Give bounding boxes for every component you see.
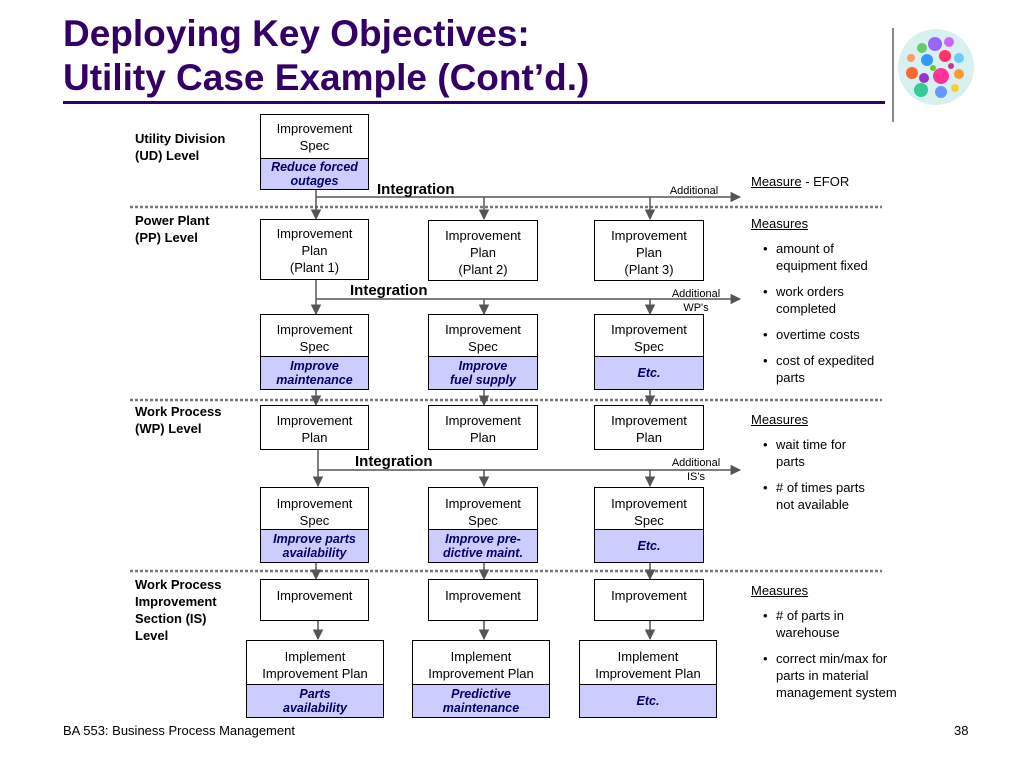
- wp-improvement-spec-2-box: Improvement Spec Improve pre- dictive ma…: [428, 487, 538, 563]
- is-improvement-2-box: Improvement: [428, 579, 538, 621]
- is-implement-plan-3-box: Implement Improvement Plan Etc.: [579, 640, 717, 718]
- box-heading: Improvement Spec: [276, 496, 353, 528]
- measures-ud-header: Measure: [751, 174, 802, 189]
- pp-improvement-plan-3-box: Improvement Plan (Plant 3): [594, 220, 704, 281]
- is-implement-plan-2-box: Implement Improvement Plan Predictive ma…: [412, 640, 550, 718]
- list-item: overtime costs: [751, 326, 874, 343]
- is-implement-plan-1-box: Implement Improvement Plan Parts availab…: [246, 640, 384, 718]
- box-heading: Improvement Plan (Plant 2): [445, 228, 521, 277]
- footer-page-number: 38: [954, 723, 969, 738]
- measures-is-header: Measures: [751, 583, 809, 598]
- measures-ud: Measure - EFOR: [751, 173, 849, 190]
- box-heading: Improvement Spec: [611, 496, 687, 528]
- wp-improvement-plan-2-box: Improvement Plan: [428, 405, 538, 450]
- box-heading: Implement Improvement Plan: [428, 649, 534, 681]
- box-highlight: Improve maintenance: [261, 356, 368, 389]
- bubbles-logo-icon: [898, 29, 974, 105]
- box-heading: Improvement: [611, 588, 687, 603]
- wp-improvement-spec-3-box: Improvement Spec Etc.: [594, 487, 704, 563]
- integration-label-ud: Integration: [377, 181, 455, 198]
- box-highlight: Etc.: [595, 356, 703, 389]
- additional-wps-label: Additional WP's: [671, 288, 721, 314]
- box-heading: Improvement Spec: [445, 496, 521, 528]
- box-highlight: Parts availability: [247, 684, 383, 717]
- level-label-pp: Power Plant (PP) Level: [135, 213, 210, 245]
- box-heading: Implement Improvement Plan: [262, 649, 368, 681]
- page-title: Deploying Key Objectives: Utility Case E…: [63, 12, 589, 100]
- box-heading: Improvement: [276, 588, 353, 603]
- box-heading: Improvement Plan (Plant 3): [611, 228, 687, 277]
- additional-plants-label: Additional Plants: [669, 185, 719, 197]
- box-heading: Improvement Plan: [611, 413, 687, 445]
- box-heading: Improvement Plan: [276, 413, 353, 445]
- box-highlight: Improve parts availability: [261, 529, 368, 562]
- wp-improvement-plan-3-box: Improvement Plan: [594, 405, 704, 450]
- title-line-2: Utility Case Example (Cont’d.): [63, 57, 590, 98]
- level-label-is: Work Process Improvement Section (IS) Le…: [135, 577, 222, 643]
- list-item: amount of equipment fixed: [751, 240, 874, 274]
- measures-pp-list: amount of equipment fixed work orders co…: [751, 240, 874, 386]
- box-heading: Improvement: [445, 588, 521, 603]
- additional-iss-label: Additional IS's: [671, 457, 721, 483]
- logo-divider: [892, 28, 894, 122]
- list-item: cost of expedited parts: [751, 352, 874, 386]
- box-heading: Improvement Plan: [445, 413, 521, 445]
- measures-is-list: # of parts in warehouse correct min/max …: [751, 607, 897, 701]
- box-highlight: Improve fuel supply: [429, 356, 537, 389]
- measures-wp: Measures wait time for parts # of times …: [751, 411, 865, 522]
- pp-improvement-spec-1-box: Improvement Spec Improve maintenance: [260, 314, 369, 390]
- ud-improvement-spec-box: Improvement Spec Reduce forced outages: [260, 114, 369, 190]
- box-heading: Improvement Spec: [276, 322, 353, 354]
- box-highlight: Etc.: [595, 529, 703, 562]
- box-highlight: Reduce forced outages: [261, 158, 368, 189]
- pp-improvement-spec-2-box: Improvement Spec Improve fuel supply: [428, 314, 538, 390]
- list-item: wait time for parts: [751, 436, 865, 470]
- list-item: # of times parts not available: [751, 479, 865, 513]
- list-item: # of parts in warehouse: [751, 607, 897, 641]
- pp-improvement-plan-2-box: Improvement Plan (Plant 2): [428, 220, 538, 281]
- list-item: work orders completed: [751, 283, 874, 317]
- measures-pp: Measures amount of equipment fixed work …: [751, 215, 874, 395]
- measures-wp-header: Measures: [751, 412, 809, 427]
- box-highlight: Predictive maintenance: [413, 684, 549, 717]
- title-underline: [63, 101, 885, 104]
- pp-improvement-plan-1-box: Improvement Plan (Plant 1): [260, 219, 369, 280]
- pp-improvement-spec-3-box: Improvement Spec Etc.: [594, 314, 704, 390]
- box-heading: Improvement Plan (Plant 1): [276, 226, 353, 275]
- box-heading: Improvement Spec: [445, 322, 521, 354]
- wp-improvement-spec-1-box: Improvement Spec Improve parts availabil…: [260, 487, 369, 563]
- is-improvement-3-box: Improvement: [594, 579, 704, 621]
- box-heading: Improvement Spec: [611, 322, 687, 354]
- box-heading: Improvement Spec: [276, 121, 353, 153]
- measures-is: Measures # of parts in warehouse correct…: [751, 582, 897, 710]
- measures-pp-header: Measures: [751, 216, 809, 231]
- title-line-1: Deploying Key Objectives:: [63, 13, 530, 54]
- box-highlight: Improve pre- dictive maint.: [429, 529, 537, 562]
- list-item: correct min/max for parts in material ma…: [751, 650, 897, 701]
- integration-label-wp: Integration: [355, 453, 433, 470]
- measures-wp-list: wait time for parts # of times parts not…: [751, 436, 865, 513]
- integration-label-pp: Integration: [350, 282, 428, 299]
- wp-improvement-plan-1-box: Improvement Plan: [260, 405, 369, 450]
- is-improvement-1-box: Improvement: [260, 579, 369, 621]
- measures-ud-value: - EFOR: [801, 174, 850, 189]
- footer-course: BA 553: Business Process Management: [63, 723, 295, 738]
- box-heading: Implement Improvement Plan: [595, 649, 701, 681]
- level-label-wp: Work Process (WP) Level: [135, 404, 222, 436]
- level-label-ud: Utility Division (UD) Level: [135, 131, 226, 163]
- box-highlight: Etc.: [580, 684, 716, 717]
